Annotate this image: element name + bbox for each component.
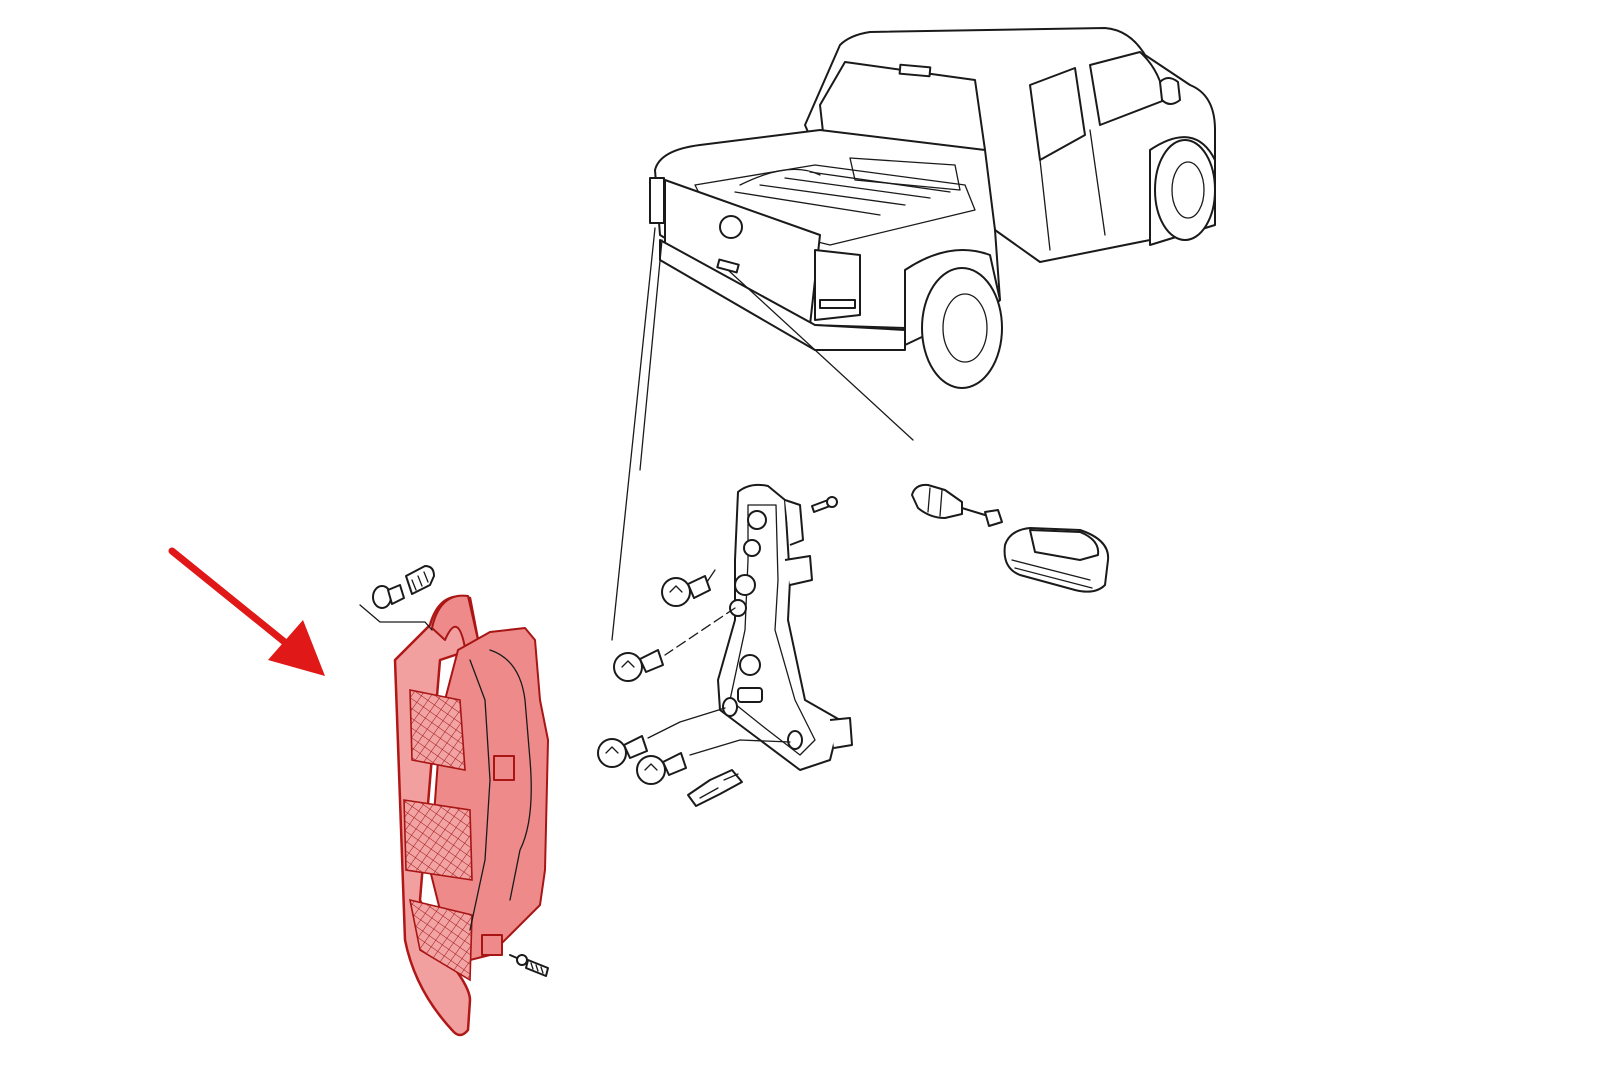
carrier-screw <box>811 496 838 513</box>
carrier-clip-top <box>784 555 813 586</box>
bulb-carrier-plate <box>717 483 841 771</box>
truck-side-window-rear <box>1029 67 1086 161</box>
socket-7 <box>787 730 803 750</box>
bulb-2 <box>613 607 736 682</box>
socket-6 <box>722 697 738 717</box>
pin-shaft <box>387 584 405 605</box>
pickup-truck-illustration <box>649 27 1216 389</box>
lens-mesh-lower <box>408 898 473 982</box>
license-lamp-lens <box>1029 529 1100 561</box>
connector-slot <box>737 687 763 703</box>
side-mirror <box>1159 77 1181 105</box>
socket-3 <box>734 574 756 596</box>
lens-mesh-middle <box>403 799 473 881</box>
socket-4 <box>729 599 747 617</box>
carrier-clip-bottom <box>829 717 853 749</box>
red-pointer-arrow <box>168 547 325 676</box>
license-lamp-bulb <box>984 509 1003 527</box>
bulb-4 <box>636 739 791 785</box>
door-seam <box>1039 129 1106 251</box>
housing-rib <box>469 659 491 931</box>
socket-2 <box>743 539 761 557</box>
third-brake-light <box>898 63 932 78</box>
bed-ribs <box>734 171 951 216</box>
bulb-3 <box>597 707 726 768</box>
tail-lamp-on-truck <box>649 177 665 224</box>
bulb-carrier-bracket <box>717 483 853 771</box>
license-lamp-socket <box>911 483 963 519</box>
front-wheel <box>1154 139 1216 241</box>
housing-clip-lower <box>481 934 503 956</box>
housing-clip-upper <box>493 755 515 781</box>
mounting-screw-lower <box>509 954 549 977</box>
rear-quarter-panel <box>814 249 861 321</box>
socket-1 <box>747 510 767 530</box>
license-plate-lamp <box>911 483 1110 593</box>
bulbs <box>597 569 791 807</box>
front-wheel-hub <box>1171 161 1205 219</box>
leader-line-license-lamp <box>727 269 914 441</box>
bed-front-wall <box>849 157 961 191</box>
lens-mesh-upper <box>409 689 466 771</box>
bed-wheel-arch <box>739 168 821 186</box>
leader-lines <box>611 227 914 641</box>
socket-5 <box>739 654 761 676</box>
rear-reflector <box>819 299 856 309</box>
rear-wheel <box>921 267 1003 389</box>
license-lamp-location <box>716 258 740 274</box>
housing-contour <box>489 649 532 901</box>
carrier-tab <box>784 499 804 546</box>
bulb-5 <box>687 769 743 807</box>
leader-line-tail-lamp <box>611 227 656 641</box>
rear-wheel-hub <box>942 293 988 363</box>
tailgate-handle <box>719 215 743 239</box>
leader-line-tail-lamp-2 <box>639 239 663 471</box>
tail-lamp-housing-highlighted <box>393 594 549 1037</box>
bulb-carrier-inner <box>729 504 816 756</box>
mounting-pin-and-nut <box>359 565 435 631</box>
bulb-1 <box>661 569 716 607</box>
